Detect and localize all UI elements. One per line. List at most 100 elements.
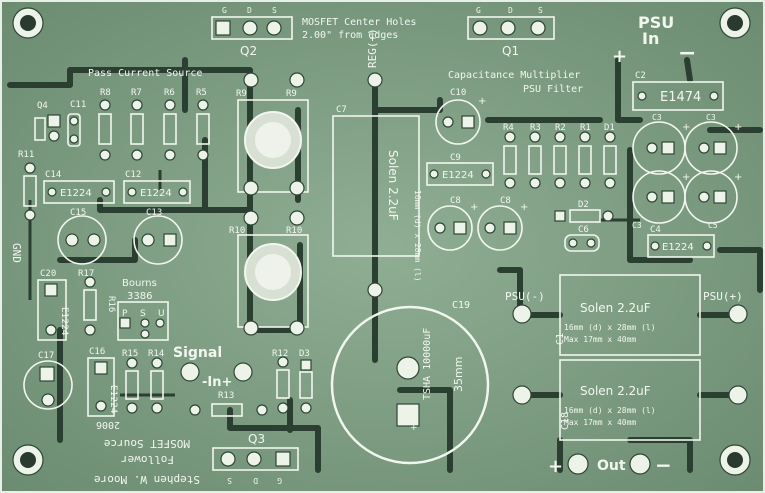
q1-label: Q1 <box>502 44 519 58</box>
c17: C17 <box>23 351 73 410</box>
r15-r14: R15 R14 <box>122 349 164 414</box>
mounting-holes <box>12 7 751 476</box>
in-plus-label: -In+ <box>202 375 232 390</box>
svg-text:R1: R1 <box>580 123 591 133</box>
svg-text:3386: 3386 <box>127 291 152 302</box>
r11: R11 <box>18 150 37 221</box>
psu-plus-label: PSU(+) <box>703 290 743 303</box>
psu-in-minus: − <box>678 41 696 66</box>
svg-text:C16: C16 <box>89 347 105 357</box>
r10-pot: R10 R10 <box>229 210 309 336</box>
svg-text:C9: C9 <box>450 153 461 163</box>
q2-header: G D S Q2 <box>211 6 293 58</box>
svg-text:E1224: E1224 <box>60 188 92 199</box>
svg-text:D1: D1 <box>604 123 615 133</box>
pass-current-source-label: Pass Current Source <box>88 68 202 79</box>
svg-text:C15: C15 <box>70 208 86 218</box>
svg-text:S: S <box>227 476 232 485</box>
reg-label: REG(+) <box>366 28 379 68</box>
c12: C12 E1224 <box>123 170 191 204</box>
svg-text:C13: C13 <box>146 208 162 218</box>
mirror-follower: Follower <box>121 453 174 466</box>
svg-text:R8: R8 <box>100 88 111 98</box>
r12-d3: R12 D3 <box>272 349 313 414</box>
svg-text:R9: R9 <box>236 89 247 99</box>
svg-text:C17: C17 <box>38 351 54 361</box>
c3-bank: C3 C3 C3 C5 + + + + <box>632 113 742 230</box>
svg-text:G: G <box>277 476 282 485</box>
c16: C16 E1224 <box>87 347 118 417</box>
c11: C11 <box>67 100 86 147</box>
c10: C10 + <box>435 88 486 145</box>
svg-text:+: + <box>682 122 690 133</box>
svg-text:Solen 2.2uF: Solen 2.2uF <box>580 301 651 315</box>
svg-text:C7: C7 <box>336 105 347 115</box>
c13: C13 <box>133 208 183 265</box>
svg-text:+: + <box>682 172 690 183</box>
mirror-mosfet-source: MOSFET Source <box>104 437 190 450</box>
resistors-r5-r8: R8 R7 R6 R5 <box>98 88 210 161</box>
svg-text:R16: R16 <box>106 296 116 312</box>
author-label: Stephen W. Moore <box>94 473 200 486</box>
svg-text:E1224: E1224 <box>108 385 118 414</box>
svg-text:G: G <box>222 6 227 15</box>
svg-text:C20: C20 <box>40 269 56 279</box>
svg-text:Max 17mm x 40mm: Max 17mm x 40mm <box>564 418 636 427</box>
r9-pot: R9 R9 <box>236 72 309 196</box>
svg-text:R2: R2 <box>555 123 566 133</box>
svg-text:C6: C6 <box>578 225 589 235</box>
year-label: 2006 <box>96 419 120 430</box>
svg-text:E1474: E1474 <box>660 90 701 105</box>
c7-solen: C7 Solen 2.2uF 16mm (d) x 28mm (l) <box>332 105 422 298</box>
c8-pair: C8 C8 + + <box>427 196 528 251</box>
q1-header: G D S Q1 <box>467 6 555 58</box>
c2: C2 E1474 <box>632 71 724 111</box>
svg-text:C19: C19 <box>452 300 470 311</box>
psu-in-label-2: In <box>642 29 659 48</box>
svg-text:C11: C11 <box>70 100 86 110</box>
svg-text:D: D <box>508 6 513 15</box>
svg-text:C5: C5 <box>708 221 718 230</box>
svg-text:C3: C3 <box>652 113 662 122</box>
svg-text:R7: R7 <box>131 88 142 98</box>
svg-text:R15: R15 <box>122 349 138 359</box>
mosfet-note-line1: MOSFET Center Holes <box>302 17 416 28</box>
svg-text:+: + <box>734 172 742 183</box>
svg-text:35mm: 35mm <box>452 357 465 392</box>
svg-text:−: − <box>655 453 672 477</box>
svg-text:C1: C1 <box>555 333 566 345</box>
svg-text:R11: R11 <box>18 150 34 160</box>
svg-text:C12: C12 <box>125 170 141 180</box>
svg-text:C3: C3 <box>706 113 716 122</box>
cap-mult-line1: Capacitance Multiplier <box>448 70 580 81</box>
svg-text:16mm (d) x 28mm (l): 16mm (d) x 28mm (l) <box>564 323 656 332</box>
svg-text:+: + <box>734 122 742 133</box>
svg-text:C4: C4 <box>650 225 661 235</box>
cap-mult-line2: PSU Filter <box>523 84 583 95</box>
svg-text:Out: Out <box>597 458 626 474</box>
signal-pad-in-minus <box>180 362 200 382</box>
q3-header: Q3 S D G <box>212 432 299 485</box>
q2-label: Q2 <box>240 44 257 58</box>
svg-text:R5: R5 <box>196 88 207 98</box>
svg-text:S: S <box>538 6 543 15</box>
c15: C15 <box>57 208 107 265</box>
c18-solen: Solen 2.2uF 16mm (d) x 28mm (l) Max 17mm… <box>559 359 701 441</box>
svg-text:+: + <box>520 202 528 213</box>
svg-text:P: P <box>122 309 128 319</box>
gnd-label: GND <box>10 243 23 263</box>
svg-text:Bourns: Bourns <box>122 278 157 289</box>
svg-text:R4: R4 <box>503 123 514 133</box>
svg-text:E1224: E1224 <box>140 188 172 199</box>
svg-text:C8: C8 <box>500 196 511 206</box>
q4-transistor: Q4 <box>34 101 61 142</box>
svg-text:E1224: E1224 <box>442 170 474 181</box>
c20: C20 E1224 <box>37 269 69 341</box>
svg-text:D: D <box>253 476 258 485</box>
svg-text:C2: C2 <box>635 71 646 81</box>
signal-label: Signal <box>173 345 222 361</box>
c9: C9 E1224 <box>426 153 494 186</box>
svg-text:C14: C14 <box>45 170 61 180</box>
